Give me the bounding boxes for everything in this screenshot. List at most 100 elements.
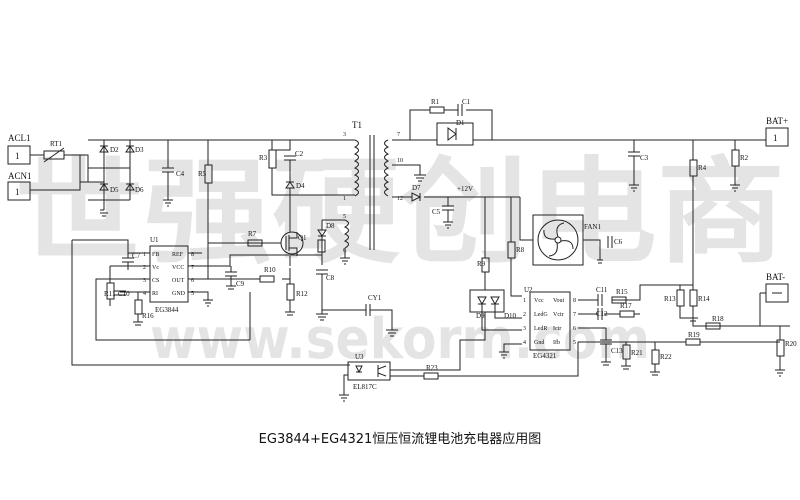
r23-label: R23 [426,364,438,372]
c2-label: C2 [295,150,304,158]
r17-label: R17 [620,302,632,310]
u1-pin-vcc: VCC [172,265,184,271]
u2-num-8: 8 [573,298,576,304]
terminal-acl1-pin: 1 [15,151,20,161]
r20-label: R20 [785,340,797,348]
resistor-r8: R8 [507,197,525,297]
t1-pin-3: 3 [343,132,346,138]
resistor-r9: R9 [477,197,490,290]
u3-part: EL817C [353,383,377,391]
c11-label: C11 [596,286,608,294]
u1-num-1: 1 [143,252,146,258]
resistor-r14: R14 [689,289,710,307]
d10-label: D10 [504,312,517,320]
u2-num-5: 5 [573,340,576,346]
terminal-acl1-label: ACL1 [8,133,31,143]
u1-pin-ref: REF [172,252,184,258]
d5-label: D5 [110,186,119,194]
capacitor-c7: C7 [122,252,141,270]
capacitor-c5: C5 [432,197,454,229]
resistor-r21: R21 [621,342,643,370]
ic-u2-eg4321: U2 EG4321 Vcc LedG LedR Gnd Vout Vctr Ic… [523,286,576,360]
r16-label: R16 [142,312,154,320]
r12-label: R12 [296,290,308,298]
bat-plus-label: BAT+ [766,116,788,126]
opto-u3-el817c: U3 EL817C [347,353,391,391]
resistor-r8-aux [317,239,326,253]
d3-label: D3 [135,146,144,154]
r1-label: R1 [431,98,440,106]
u2-num-4: 4 [523,340,526,346]
d9-label: D9 [476,312,485,320]
capacitor-c9: C9 [225,266,245,290]
u2-pin-ledg: LedG [534,312,548,318]
t1-pin-7: 7 [397,132,400,138]
capacitor-c10: C10 [114,290,130,298]
u2-num-7: 7 [573,312,576,318]
u1-num-2: 2 [143,265,146,271]
u1-part: EG3844 [155,306,179,314]
r14-label: R14 [698,295,710,303]
r15-label: R15 [616,288,628,296]
d8-label: D8 [326,222,335,230]
capacitor-c3: C3 [628,140,649,192]
resistor-r12: R12 [285,268,308,316]
r8-label: R8 [516,246,525,254]
u1-pin-ri: RI [152,291,158,297]
c5-label: C5 [432,208,441,216]
resistor-r2: R2 [730,140,749,192]
fan1-label: FAN1 [584,223,601,231]
terminal-acn1-label: ACN1 [8,171,32,181]
t1-pin-12: 12 [397,196,403,202]
c6-label: C6 [614,238,623,246]
t1-label: T1 [352,120,362,130]
net-plus-12v: +12V [457,185,473,193]
r19-label: R19 [688,331,700,339]
t1-pin-10: 10 [397,158,403,164]
resistor-r10: R10 [259,266,276,283]
u2-num-6: 6 [573,326,576,332]
resistor-r13: R13 [664,285,693,319]
u1-ref: U1 [150,236,159,244]
c9-label: C9 [236,280,245,288]
c12-label: C12 [596,310,608,318]
d1-label: D1 [456,119,465,127]
r7-label: R7 [248,230,257,238]
u2-part: EG4321 [533,352,557,360]
u1-num-8: 8 [191,252,194,258]
resistor-r23: R23 [423,364,439,380]
c8-label: C8 [326,274,335,282]
r22-label: R22 [660,353,672,361]
u1-pin-fb: FB [152,252,159,258]
r2-label: R2 [740,154,749,162]
c4-label: C4 [176,170,185,178]
d2-label: D2 [110,146,119,154]
resistor-r7: R7 [247,230,263,247]
u1-pin-vc: Vc [152,265,159,271]
terminal-acn1-pin: 1 [15,187,20,197]
r11-label: R11 [104,290,116,298]
rt1-label: RT1 [50,140,63,148]
u2-num-2: 2 [523,312,526,318]
resistor-r4: R4 [689,140,707,290]
capacitor-cy1: CY1 [321,294,398,337]
bridge-rectifier: D2 D3 D5 D6 [80,139,144,210]
u2-pin-gnd: Gnd [534,340,544,346]
capacitor-c1: C1 [457,98,471,116]
u1-pin-gnd: GND [172,291,186,297]
u3-ref: U3 [355,353,364,361]
u1-pin-cs: CS [152,278,159,284]
c1-label: C1 [462,98,471,106]
d4-label: D4 [296,182,305,190]
r21-label: R21 [631,349,643,357]
bat-minus-label: BAT- [766,272,785,282]
resistor-r18: R18 [705,315,724,330]
resistor-r20: R20 [775,326,797,377]
diode-d7: D7 [411,184,422,202]
capacitor-c8: C8 [316,269,335,300]
ic-u1-eg3844: U1 EG3844 FB Vc CS RI REF VCC OUT GND 1 … [143,236,194,314]
u1-num-6: 6 [191,278,194,284]
resistor-r22: R22 [650,342,672,376]
t1-pin-5: 5 [343,214,346,220]
r3-label: R3 [259,154,268,162]
